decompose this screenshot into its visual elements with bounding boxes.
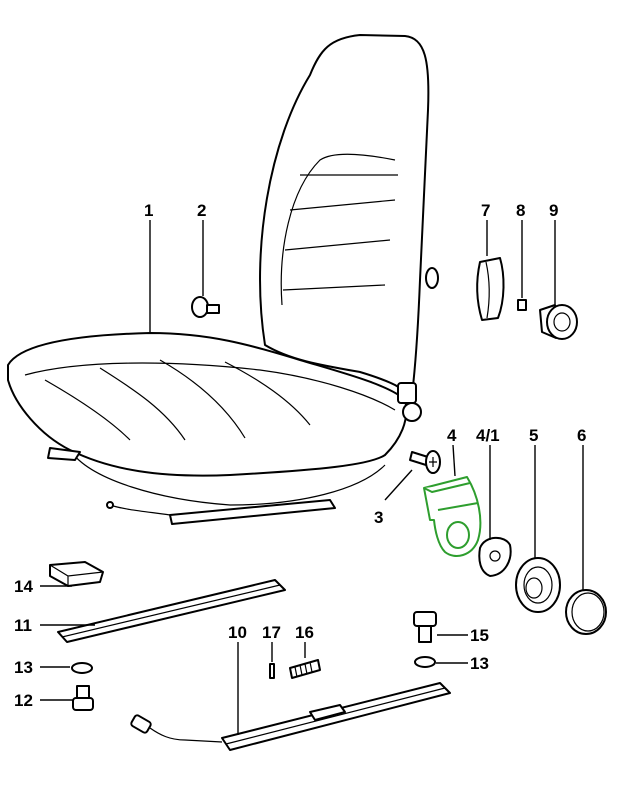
part-13-washer[interactable] [71, 662, 93, 674]
part-4-bracket-highlighted[interactable] [423, 476, 482, 557]
part-12-bolt[interactable] [72, 685, 94, 711]
part-17-pin[interactable] [269, 663, 275, 679]
part-5-gear[interactable] [515, 557, 561, 613]
part-16-spring[interactable] [289, 659, 321, 679]
label-5: 5 [529, 426, 538, 445]
part-6-cap[interactable] [565, 589, 607, 635]
label-16: 16 [295, 623, 314, 642]
label-4-1: 4/1 [476, 426, 500, 445]
label-8: 8 [516, 201, 525, 220]
label-13b: 13 [470, 654, 489, 673]
label-3: 3 [374, 508, 383, 527]
part-14-block[interactable] [49, 561, 104, 587]
label-12: 12 [14, 691, 33, 710]
label-6: 6 [577, 426, 586, 445]
label-11: 11 [14, 616, 32, 635]
part-9-knob[interactable] [539, 304, 578, 340]
label-1: 1 [144, 201, 153, 220]
label-17: 17 [262, 623, 281, 642]
label-7: 7 [481, 201, 490, 220]
part-4-1-plate[interactable] [478, 536, 512, 577]
label-9: 9 [549, 201, 558, 220]
part-2-stud[interactable] [191, 296, 220, 318]
label-10: 10 [228, 623, 247, 642]
part-7-cover[interactable] [476, 257, 505, 321]
label-2: 2 [197, 201, 206, 220]
leader-lines [40, 220, 584, 735]
label-14: 14 [14, 577, 33, 596]
part-13-washer[interactable] [414, 656, 436, 668]
label-13: 13 [14, 658, 33, 677]
part-11-rail[interactable] [57, 579, 286, 643]
label-4: 4 [447, 426, 457, 445]
part-10-rail[interactable] [130, 682, 451, 751]
seat[interactable] [7, 34, 439, 525]
label-15: 15 [470, 626, 489, 645]
part-8-clip[interactable] [517, 299, 527, 311]
part-15-bolt[interactable] [413, 611, 437, 643]
part-3-screw[interactable] [409, 450, 441, 474]
